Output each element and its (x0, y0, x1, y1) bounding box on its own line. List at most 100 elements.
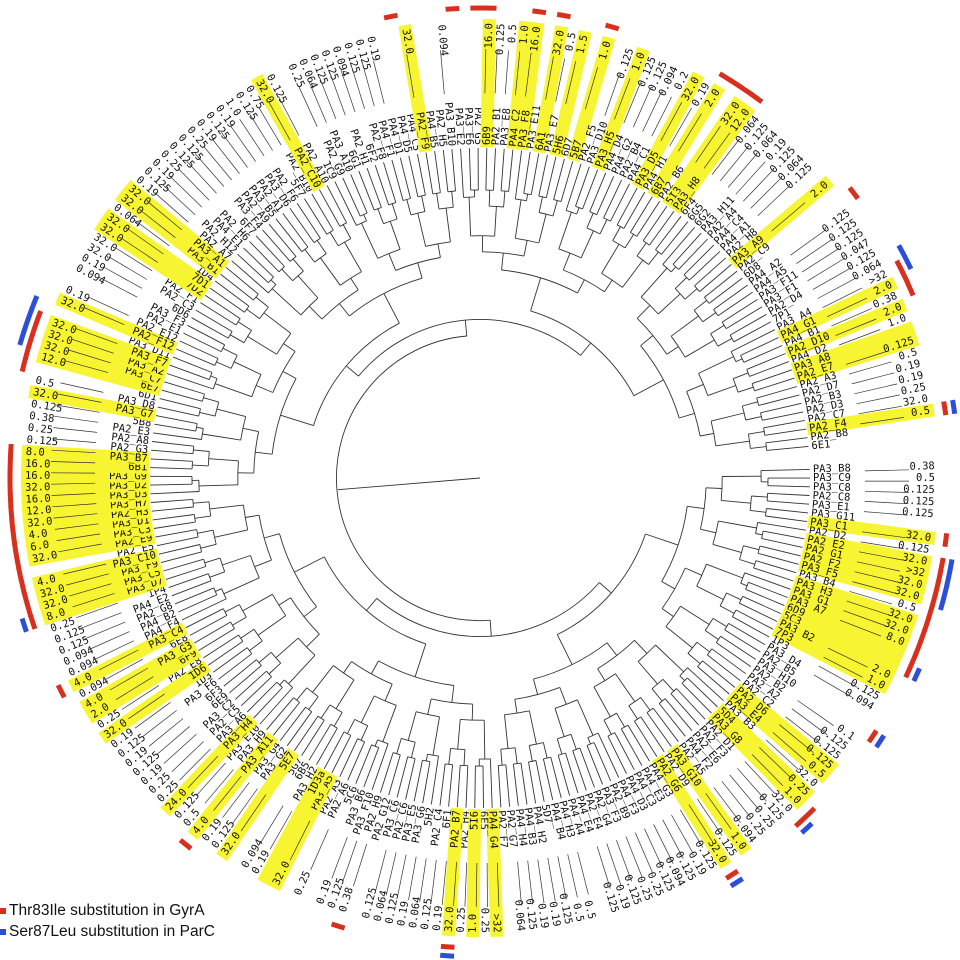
branch (587, 737, 591, 745)
branch (681, 682, 712, 714)
branch (460, 148, 464, 198)
leader-line (854, 383, 898, 395)
branch (767, 500, 810, 505)
branch (342, 224, 352, 239)
leader-line (52, 503, 97, 508)
branch (576, 699, 594, 736)
branch-arc (336, 335, 491, 622)
gyra-mutation-bar (29, 321, 39, 337)
mic-value: 0.5 (916, 472, 935, 484)
mic-value: 0.19 (395, 900, 411, 927)
branch-arc (698, 373, 709, 396)
branch (223, 659, 257, 687)
branch (538, 196, 543, 213)
leader-line (84, 621, 126, 640)
isolate-id: PA3_F8 (516, 109, 533, 148)
leader-line (860, 417, 904, 425)
branch-arc (371, 744, 379, 749)
branch (735, 358, 743, 363)
mic-value: 0.38 (28, 410, 55, 425)
branch-arc (376, 582, 600, 638)
branch (744, 572, 791, 590)
branch (292, 258, 304, 272)
branch (612, 226, 621, 241)
leader-line (735, 161, 766, 195)
branch-arc (445, 763, 453, 766)
mic-value: >32 (490, 914, 503, 933)
parc-mutation-bar (950, 399, 958, 415)
branch (737, 386, 754, 393)
leader-line (187, 755, 219, 789)
highlight-box (647, 83, 726, 200)
branch (696, 585, 724, 600)
leaf-label: PA3_E2 (452, 107, 466, 146)
branch (514, 199, 522, 239)
branch (710, 412, 745, 422)
branch (204, 294, 241, 319)
branch (733, 321, 772, 343)
branch (603, 719, 612, 735)
branch-arc (243, 505, 249, 530)
leader-line (743, 169, 774, 202)
branch (220, 273, 254, 301)
leader-line (616, 839, 632, 882)
branch (733, 372, 749, 380)
branch (360, 725, 369, 741)
leaf-label: PA2_C40.125 (419, 808, 446, 931)
leader-line (547, 857, 556, 902)
gyra-mutation-bar (905, 281, 916, 297)
mic-value: 32.0 (551, 29, 567, 56)
leader-line (565, 61, 577, 105)
branch-arc (696, 564, 707, 587)
branch (615, 673, 636, 702)
leader-line (69, 583, 112, 597)
leader-line (51, 461, 96, 464)
branch (552, 200, 558, 217)
branch-arc (358, 319, 581, 377)
branch-arc (513, 762, 522, 765)
highlight-box (662, 96, 746, 209)
leader-line (835, 318, 877, 336)
branch (514, 150, 523, 200)
branch (528, 745, 533, 762)
branch (559, 687, 567, 705)
branch (504, 714, 509, 749)
highlight-box (793, 332, 920, 384)
branch (199, 411, 216, 417)
leader-line (604, 74, 620, 116)
branch-arc (686, 391, 701, 437)
leader-line (823, 656, 863, 678)
leader-line (56, 533, 101, 541)
branch (275, 637, 299, 659)
branch-arc (230, 355, 238, 369)
branch (657, 293, 681, 315)
branch-arc (553, 199, 562, 203)
branch (767, 485, 810, 488)
leader-line (705, 793, 732, 830)
branch (576, 207, 580, 215)
branch (757, 522, 806, 531)
leader-line (340, 70, 356, 113)
branch (636, 242, 647, 257)
leader-line (807, 257, 846, 282)
branch (565, 752, 579, 794)
leaf-label: PA4_H40.125 (513, 808, 539, 931)
branch (231, 260, 269, 294)
branch (743, 345, 783, 363)
leader-line (440, 50, 445, 95)
branch (705, 487, 723, 489)
gyra-mutation-bar (925, 605, 935, 621)
leader-line (759, 747, 792, 779)
branch (165, 566, 207, 580)
branch (257, 615, 287, 636)
leader-line (83, 307, 125, 326)
branch-arc (227, 331, 233, 339)
branch (253, 687, 283, 719)
branch-arc (207, 573, 212, 581)
branch (366, 167, 382, 208)
branch (580, 230, 594, 259)
branch (557, 755, 571, 796)
leaf-label: PA2_G70.064 (504, 809, 527, 932)
